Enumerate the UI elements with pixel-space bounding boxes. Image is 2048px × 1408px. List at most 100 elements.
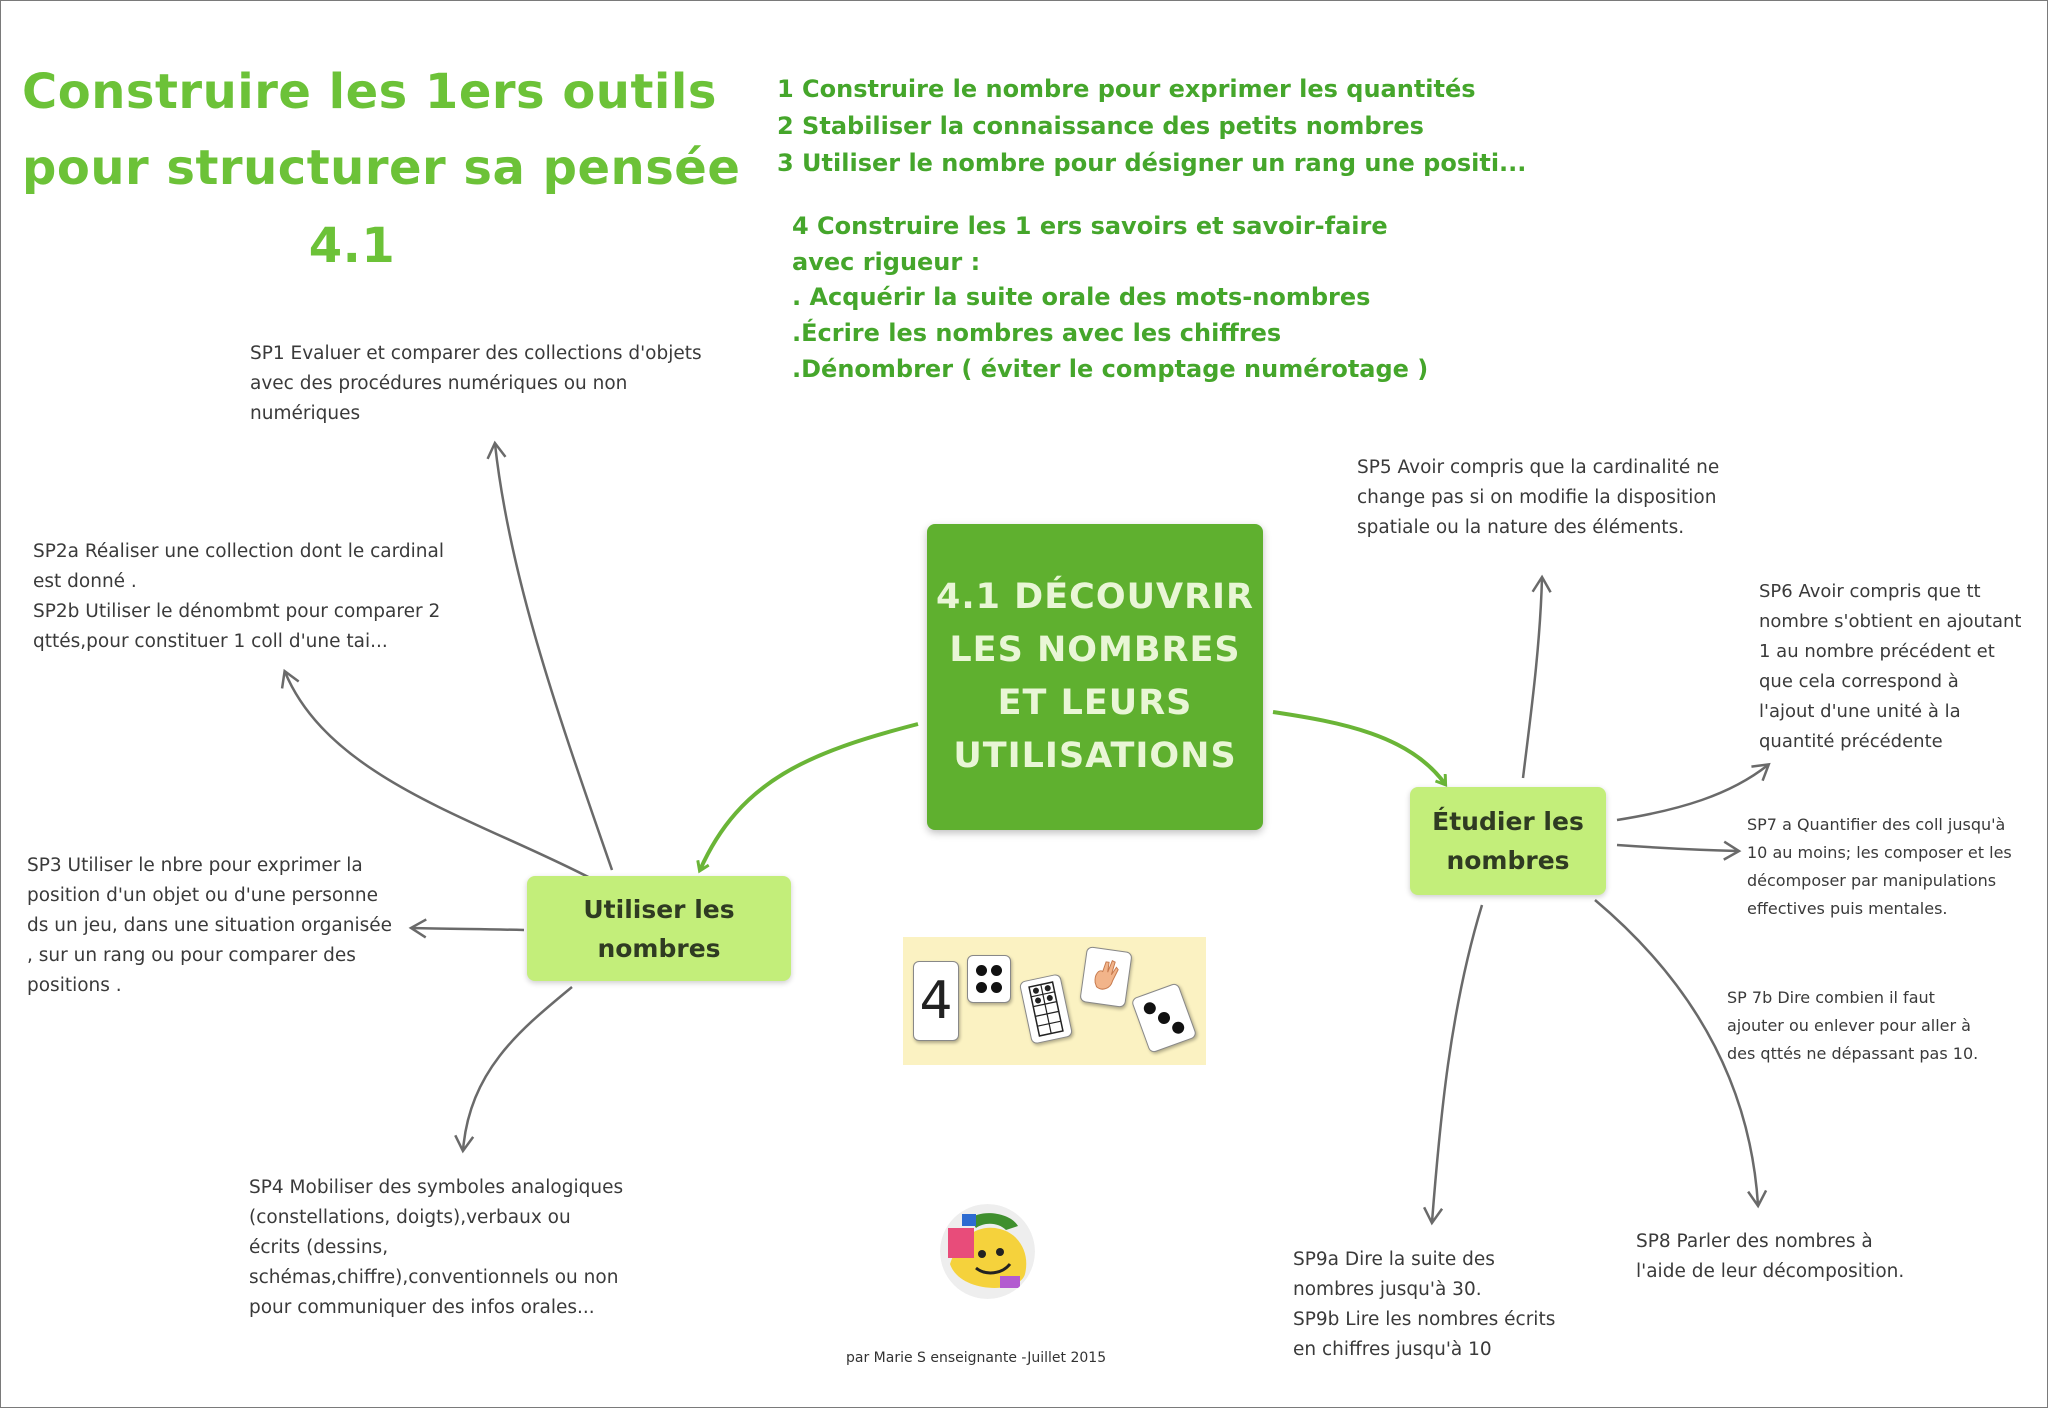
note-sp3-line: ds un jeu, dans une situation organisée bbox=[27, 915, 392, 936]
page-title-line1: Construire les 1ers outils bbox=[22, 64, 717, 120]
objective-2: 2 Stabiliser la connaissance des petits … bbox=[777, 112, 1424, 140]
arrow-to-sp5 bbox=[1521, 574, 1552, 779]
arrow-to-sp1 bbox=[486, 440, 614, 871]
branch-right-line1: Étudier les bbox=[1432, 807, 1584, 836]
note-sp2-line: qttés,pour constituer 1 coll d'une tai..… bbox=[33, 631, 388, 652]
die-dot bbox=[991, 982, 1002, 993]
die-dot bbox=[1156, 1010, 1172, 1026]
central-topic-line4: UTILISATIONS bbox=[953, 736, 1237, 776]
note-sp4-line: SP4 Mobiliser des symboles analogiques bbox=[249, 1177, 624, 1198]
three-dots-card bbox=[1130, 982, 1198, 1054]
note-sp9-line: en chiffres jusqu'à 10 bbox=[1293, 1339, 1492, 1360]
note-sp7b-line: des qttés ne dépassant pas 10. bbox=[1727, 1044, 1979, 1063]
note-sp3[interactable]: SP3 Utiliser le nbre pour exprimer la po… bbox=[27, 851, 392, 1001]
branch-left-line1: Utiliser les bbox=[583, 894, 735, 924]
page-title-line3: 4.1 bbox=[308, 218, 396, 274]
arrow-to-sp4 bbox=[454, 986, 573, 1154]
note-sp6-line: l'ajout d'une unité à la bbox=[1759, 701, 1961, 722]
note-sp7a-line: décomposer par manipulations bbox=[1747, 871, 1997, 890]
note-sp9-line: SP9b Lire les nombres écrits bbox=[1293, 1309, 1556, 1330]
arrow-to-sp7a bbox=[1616, 840, 1742, 861]
note-sp1-line: SP1 Evaluer et comparer des collections … bbox=[250, 343, 702, 364]
arrow-to-sp9 bbox=[1423, 904, 1484, 1226]
note-sp4-line: pour communiquer des infos orales... bbox=[249, 1297, 595, 1318]
hand-fingers-card bbox=[1079, 946, 1133, 1008]
central-topic-line3: ET LEURS bbox=[997, 683, 1193, 723]
number-four-glyph: 4 bbox=[919, 971, 953, 1031]
number-cards-image: 4 bbox=[903, 937, 1206, 1065]
number-four-card: 4 bbox=[913, 961, 959, 1041]
arrow-to-sp3 bbox=[408, 918, 525, 939]
note-sp1[interactable]: SP1 Evaluer et comparer des collections … bbox=[250, 339, 702, 429]
note-sp7b-line: ajouter ou enlever pour aller à bbox=[1727, 1016, 1971, 1035]
note-sp5-line: spatiale ou la nature des éléments. bbox=[1357, 517, 1685, 538]
note-sp1-line: numériques bbox=[250, 403, 361, 424]
page-title-line2: pour structurer sa pensée bbox=[22, 140, 741, 196]
note-sp9-line: nombres jusqu'à 30. bbox=[1293, 1279, 1482, 1300]
note-sp3-line: positions . bbox=[27, 975, 122, 996]
central-topic-line2: LES NOMBRES bbox=[949, 630, 1241, 670]
arrow-central-to-right bbox=[1272, 710, 1445, 784]
note-sp7a-line: 10 au moins; les composer et les bbox=[1747, 843, 2012, 862]
note-sp9-line: SP9a Dire la suite des bbox=[1293, 1249, 1495, 1270]
arrow-central-to-left bbox=[700, 722, 919, 870]
arrow-to-sp6 bbox=[1616, 762, 1771, 822]
note-sp6[interactable]: SP6 Avoir compris que tt nombre s'obtien… bbox=[1759, 577, 2021, 757]
objective-4-heading: 4 Construire les 1 ers savoirs et savoir… bbox=[792, 212, 1388, 240]
hand-icon bbox=[1094, 960, 1119, 990]
note-sp4-line: schémas,chiffre),conventionnels ou non bbox=[249, 1267, 619, 1288]
note-sp2-line: SP2a Réaliser une collection dont le car… bbox=[33, 541, 444, 562]
die-dot bbox=[1142, 1000, 1158, 1016]
note-sp7a[interactable]: SP7 a Quantifier des coll jusqu'à 10 au … bbox=[1747, 811, 2012, 923]
note-sp4-line: écrits (dessins, bbox=[249, 1237, 389, 1258]
die-dot bbox=[991, 965, 1002, 976]
central-topic-node[interactable]: 4.1 DÉCOUVRIR LES NOMBRES ET LEURS UTILI… bbox=[927, 524, 1263, 830]
ten-frame-card bbox=[1018, 973, 1074, 1045]
die-dot bbox=[1170, 1020, 1186, 1036]
note-sp6-line: SP6 Avoir compris que tt bbox=[1759, 581, 1981, 602]
author-credit: par Marie S enseignante -Juillet 2015 bbox=[846, 1350, 1107, 1366]
note-sp5[interactable]: SP5 Avoir compris que la cardinalité ne … bbox=[1357, 453, 1719, 543]
note-sp6-line: que cela correspond à bbox=[1759, 671, 1959, 692]
note-sp6-line: nombre s'obtient en ajoutant bbox=[1759, 611, 2022, 632]
author-avatar bbox=[940, 1204, 1035, 1299]
ten-frame-grid bbox=[1028, 981, 1064, 1037]
note-sp4[interactable]: SP4 Mobiliser des symboles analogiques (… bbox=[249, 1173, 623, 1323]
arrow-to-sp8 bbox=[1594, 899, 1768, 1209]
note-sp7b-line: SP 7b Dire combien il faut bbox=[1727, 988, 1935, 1007]
note-sp8-line: SP8 Parler des nombres à bbox=[1636, 1231, 1873, 1252]
die-dot bbox=[976, 982, 987, 993]
objective-4-item-1: . Acquérir la suite orale des mots-nombr… bbox=[792, 283, 1371, 311]
note-sp5-line: change pas si on modifie la disposition bbox=[1357, 487, 1717, 508]
note-sp1-line: avec des procédures numériques ou non bbox=[250, 373, 628, 394]
note-sp7a-line: effectives puis mentales. bbox=[1747, 899, 1948, 918]
note-sp3-line: SP3 Utiliser le nbre pour exprimer la bbox=[27, 855, 363, 876]
note-sp9[interactable]: SP9a Dire la suite des nombres jusqu'à 3… bbox=[1293, 1245, 1555, 1365]
avatar-illustration bbox=[940, 1204, 1035, 1299]
objective-4-item-2: .Écrire les nombres avec les chiffres bbox=[792, 319, 1282, 347]
note-sp6-line: quantité précédente bbox=[1759, 731, 1943, 752]
branch-etudier-les-nombres[interactable]: Étudier les nombres bbox=[1410, 787, 1606, 895]
objective-4-item-3: .Dénombrer ( éviter le comptage numérota… bbox=[792, 355, 1429, 383]
objective-3: 3 Utiliser le nombre pour désigner un ra… bbox=[777, 149, 1527, 177]
branch-utiliser-les-nombres[interactable]: Utiliser les nombres bbox=[527, 876, 791, 981]
objective-4-subheading: avec rigueur : bbox=[792, 248, 981, 276]
note-sp2[interactable]: SP2a Réaliser une collection dont le car… bbox=[33, 537, 444, 657]
branch-left-line2: nombres bbox=[597, 933, 721, 963]
note-sp3-line: position d'un objet ou d'une personne bbox=[27, 885, 379, 906]
note-sp8[interactable]: SP8 Parler des nombres à l'aide de leur … bbox=[1636, 1227, 1904, 1287]
note-sp7b[interactable]: SP 7b Dire combien il faut ajouter ou en… bbox=[1727, 984, 1978, 1068]
four-dots-card bbox=[967, 955, 1011, 1003]
note-sp2-line: est donné . bbox=[33, 571, 137, 592]
note-sp8-line: l'aide de leur décomposition. bbox=[1636, 1261, 1905, 1282]
objective-1: 1 Construire le nombre pour exprimer les… bbox=[777, 75, 1476, 103]
arrow-to-sp2 bbox=[280, 668, 595, 882]
note-sp4-line: (constellations, doigts),verbaux ou bbox=[249, 1207, 571, 1228]
central-topic-line1: 4.1 DÉCOUVRIR bbox=[935, 577, 1255, 617]
note-sp7a-line: SP7 a Quantifier des coll jusqu'à bbox=[1747, 815, 2006, 834]
note-sp2-line: SP2b Utiliser le dénombmt pour comparer … bbox=[33, 601, 441, 622]
note-sp3-line: , sur un rang ou pour comparer des bbox=[27, 945, 356, 966]
branch-right-line2: nombres bbox=[1446, 846, 1570, 875]
die-dot bbox=[976, 965, 987, 976]
